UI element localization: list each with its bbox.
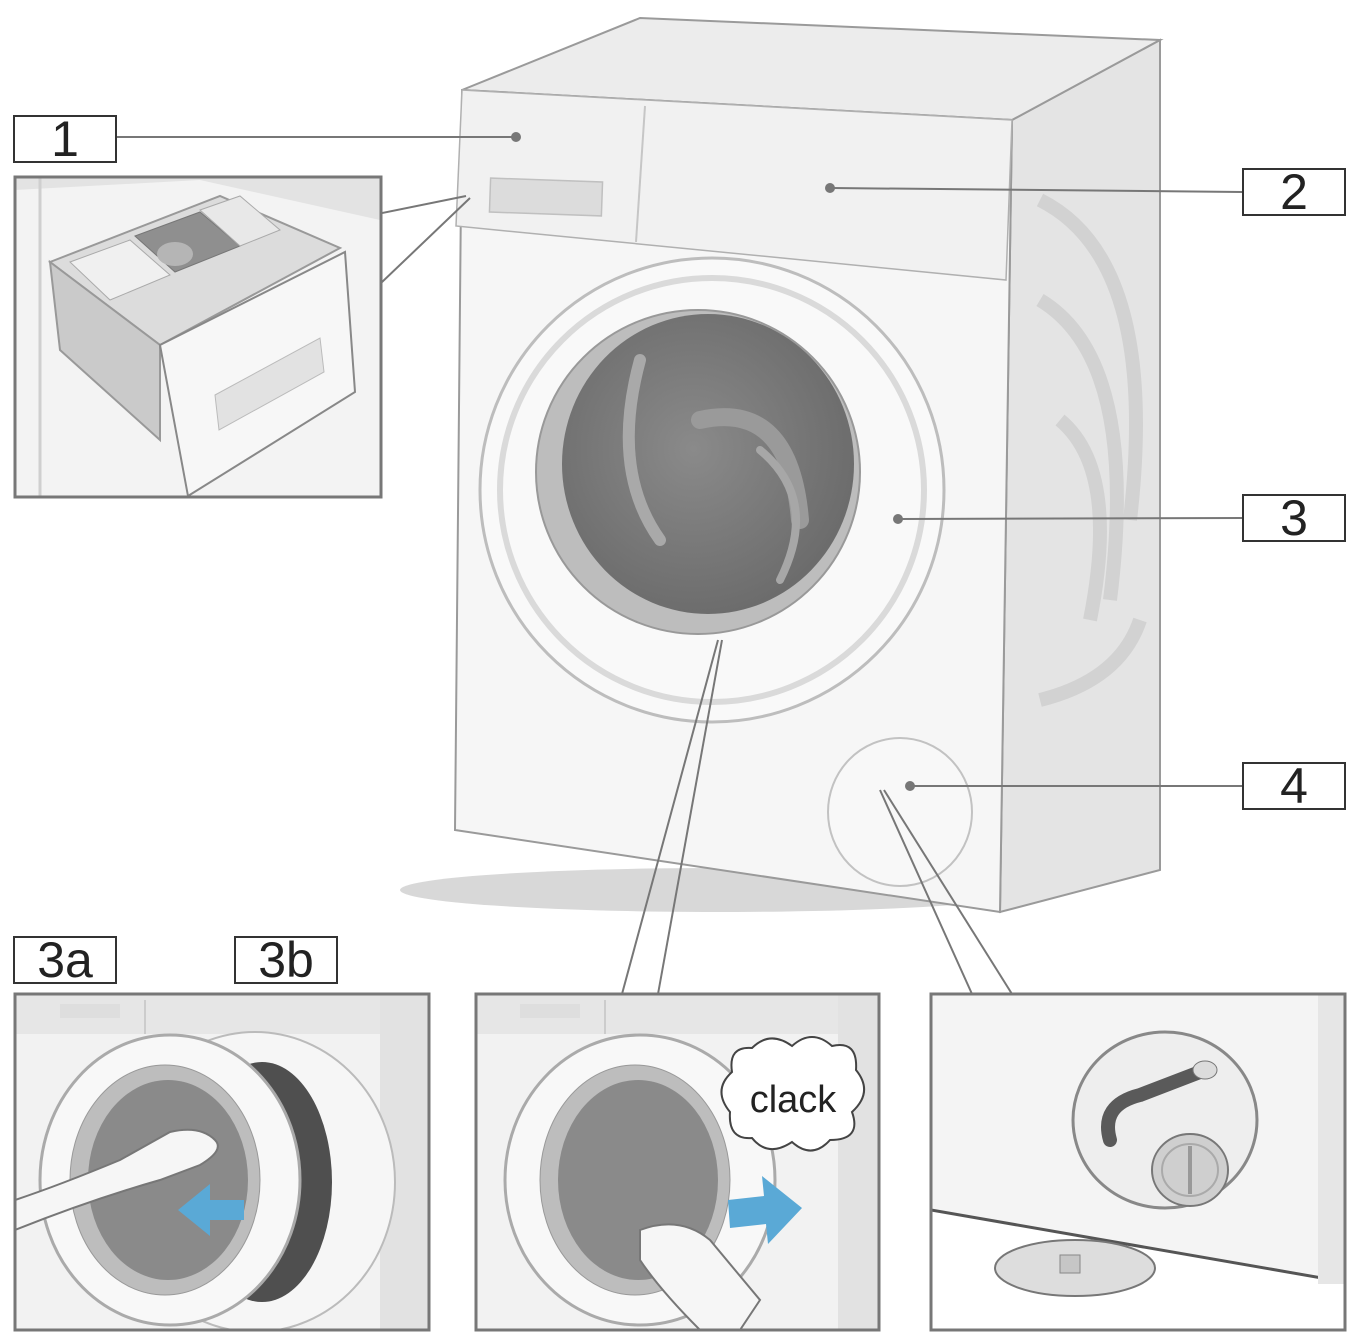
callout-3a: 3a [13,935,117,985]
inset-door-open [13,992,431,1332]
washing-machine [400,16,1164,914]
control-panel [455,89,1013,281]
door-glass [562,314,854,614]
inset-door-close: clack [474,992,881,1332]
side-wave-pattern [1036,193,1147,707]
inset-detergent-drawer [13,175,383,499]
clack-burst [720,1036,865,1152]
callout-3b: 3b [234,935,338,985]
pump-cover [827,737,973,887]
drawer-handle-slot [488,177,604,217]
push-arrow [178,1184,244,1236]
inset-pump-filter [929,992,1347,1332]
leader-lines [117,132,1243,995]
clack-text: clack [750,1079,838,1121]
push-arrow-right [728,1176,802,1244]
callout-4: 4 [1242,761,1346,811]
callout-1: 1 [13,114,117,164]
callout-2: 2 [1242,167,1346,217]
callout-3: 3 [1242,493,1346,543]
